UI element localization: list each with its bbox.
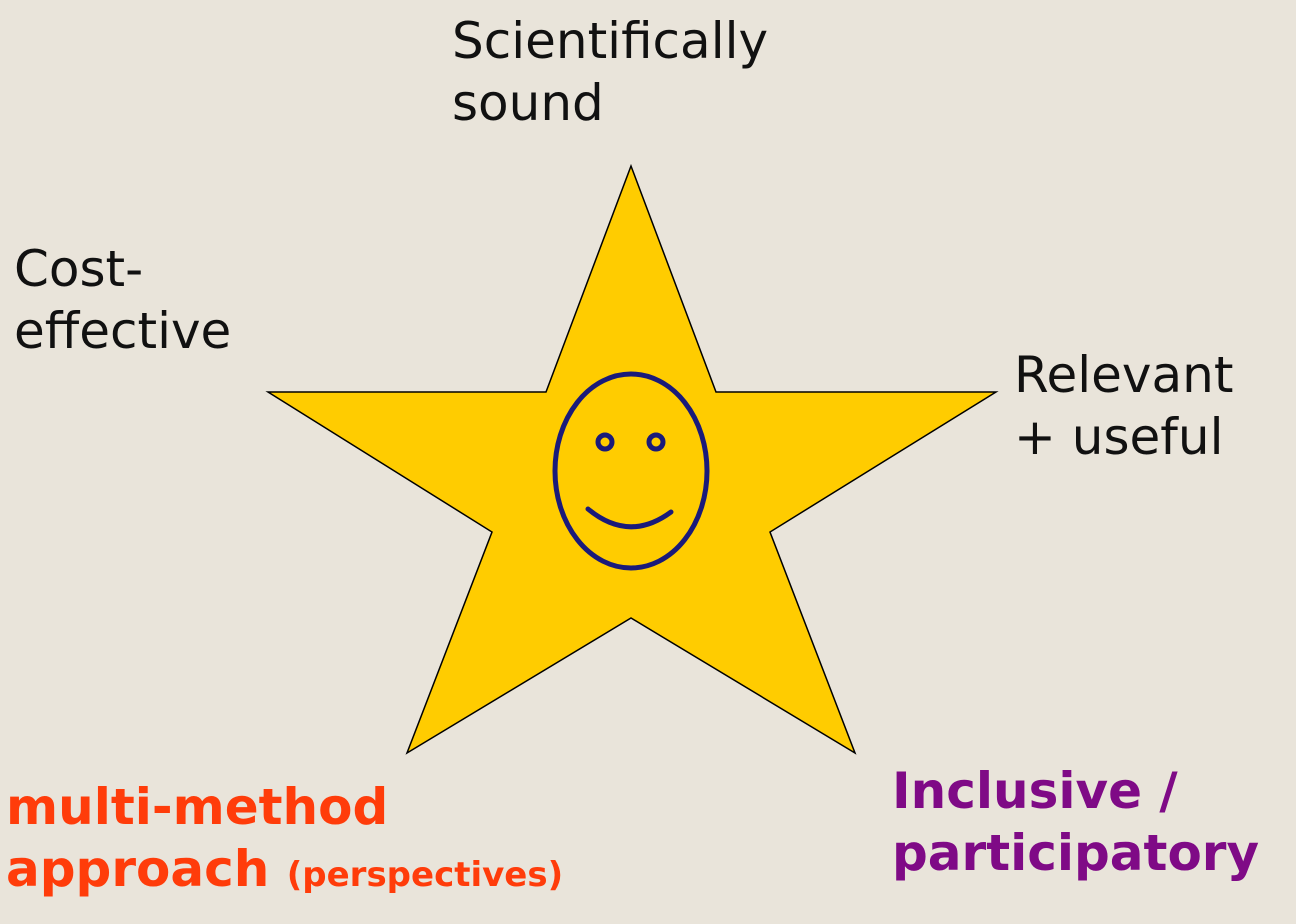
left-eye — [595, 432, 615, 452]
label-left-line1: Cost- — [14, 240, 144, 298]
label-scientifically-sound: Scientifically sound — [452, 10, 768, 134]
label-bl-perspectives: (perspectives) — [286, 855, 564, 895]
label-right-line1: Relevant — [1014, 346, 1234, 404]
smiley-face-icon — [552, 371, 710, 571]
label-cost-effective: Cost- effective — [14, 238, 231, 362]
label-left-line2: effective — [14, 302, 232, 360]
smile-mouth — [585, 506, 674, 530]
label-right-line2: + useful — [1014, 408, 1224, 466]
label-br-line1: Inclusive / — [892, 762, 1178, 820]
label-bl-line1: multi-method — [6, 778, 389, 836]
label-bl-line2: approach (perspectives) — [6, 838, 563, 906]
face-outline — [552, 371, 710, 571]
label-br-line2: participatory — [892, 824, 1260, 882]
label-bl-approach: approach — [6, 840, 270, 898]
label-inclusive-participatory: Inclusive / participatory — [892, 760, 1259, 884]
label-top-line2: sound — [452, 74, 604, 132]
star-shape — [265, 163, 999, 755]
label-top-line1: Scientifically — [452, 12, 769, 70]
right-eye — [646, 432, 666, 452]
label-relevant-useful: Relevant + useful — [1014, 344, 1233, 468]
label-multi-method-approach: multi-method approach (perspectives) — [6, 776, 563, 906]
